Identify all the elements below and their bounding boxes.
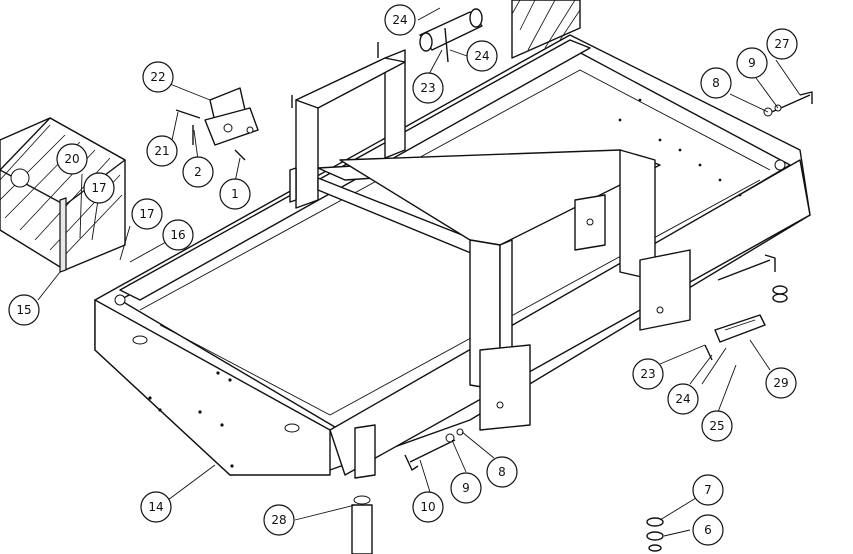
callout-20: 20	[56, 143, 88, 175]
svg-text:24: 24	[392, 13, 407, 27]
callout-24-top-left: 24	[384, 4, 416, 36]
strap-plate	[704, 314, 766, 361]
callout-9-front: 9	[450, 472, 482, 504]
callout-23-top: 23	[412, 72, 444, 104]
svg-text:27: 27	[774, 37, 789, 51]
callout-17-lower: 17	[131, 198, 163, 230]
svg-text:28: 28	[271, 513, 286, 527]
callout-22: 22	[142, 61, 174, 93]
svg-text:17: 17	[139, 207, 154, 221]
svg-text:8: 8	[712, 76, 720, 90]
hitch-bracket	[175, 87, 259, 161]
callout-14: 14	[140, 491, 172, 523]
svg-text:9: 9	[462, 481, 470, 495]
front-post	[351, 424, 376, 554]
callout-1: 1	[219, 178, 251, 210]
callout-16: 16	[162, 219, 194, 251]
svg-text:10: 10	[420, 500, 435, 514]
callout-23-right: 23	[632, 358, 664, 390]
callout-10: 10	[412, 491, 444, 523]
callout-6: 6	[692, 514, 724, 546]
callout-17-upper: 17	[83, 172, 115, 204]
a-frame-mast	[289, 42, 691, 431]
callout-21: 21	[146, 135, 178, 167]
callout-24-top-right: 24	[466, 40, 498, 72]
svg-text:1: 1	[231, 187, 239, 201]
callout-24-right: 24	[667, 383, 699, 415]
svg-text:24: 24	[675, 392, 690, 406]
callout-29: 29	[765, 367, 797, 399]
callout-8-front: 8	[486, 456, 518, 488]
callout-7: 7	[692, 474, 724, 506]
svg-text:23: 23	[420, 81, 435, 95]
rear-plate	[511, 0, 581, 59]
svg-text:14: 14	[148, 500, 163, 514]
main-frame	[94, 34, 811, 476]
svg-text:2: 2	[194, 165, 202, 179]
svg-text:25: 25	[709, 419, 724, 433]
svg-text:23: 23	[640, 367, 655, 381]
svg-text:24: 24	[474, 49, 489, 63]
callout-9-right: 9	[736, 47, 768, 79]
callout-8-right: 8	[700, 67, 732, 99]
svg-text:9: 9	[748, 56, 756, 70]
svg-text:6: 6	[704, 523, 712, 537]
svg-text:8: 8	[498, 465, 506, 479]
callout-2: 2	[182, 156, 214, 188]
callout-15: 15	[8, 294, 40, 326]
svg-text:17: 17	[91, 181, 106, 195]
right-pin-set	[763, 91, 813, 117]
svg-text:15: 15	[16, 303, 31, 317]
callout-28: 28	[263, 504, 295, 536]
hub-assembly	[419, 8, 483, 63]
svg-text:16: 16	[170, 228, 185, 242]
svg-text:21: 21	[154, 144, 169, 158]
callout-25: 25	[701, 410, 733, 442]
svg-text:7: 7	[704, 483, 712, 497]
svg-text:22: 22	[150, 70, 165, 84]
right-lower-pin	[717, 254, 788, 303]
svg-text:29: 29	[773, 376, 788, 390]
callout-27: 27	[766, 28, 798, 60]
svg-text:20: 20	[64, 152, 79, 166]
washer-set	[646, 517, 664, 552]
